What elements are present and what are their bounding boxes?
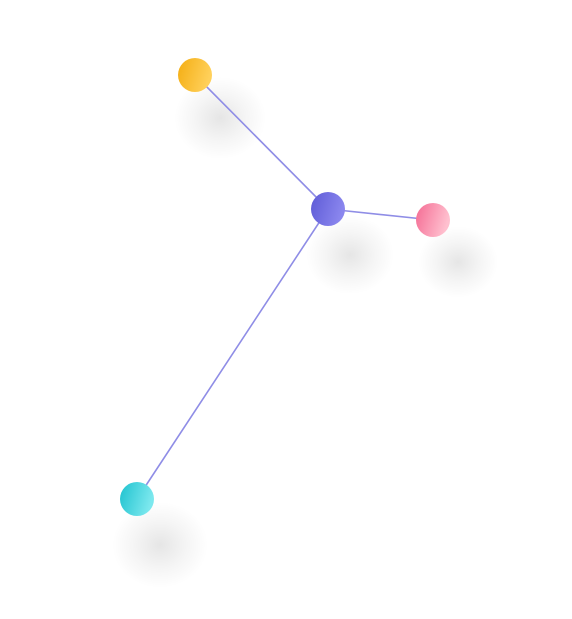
nodes bbox=[120, 58, 450, 516]
edge-hub-teal bbox=[136, 208, 329, 500]
orange-node-shadow bbox=[174, 76, 266, 160]
teal-node bbox=[120, 482, 154, 516]
edge-hub-orange bbox=[194, 74, 329, 210]
hub-node-shadow bbox=[306, 215, 394, 295]
teal-node-shadow bbox=[112, 501, 208, 589]
hub-node bbox=[311, 192, 345, 226]
node-shadows bbox=[112, 76, 498, 589]
edges bbox=[136, 74, 434, 500]
edge-hub-pink bbox=[327, 208, 434, 221]
pink-node-shadow bbox=[418, 226, 498, 298]
orange-node bbox=[178, 58, 212, 92]
pink-node bbox=[416, 203, 450, 237]
